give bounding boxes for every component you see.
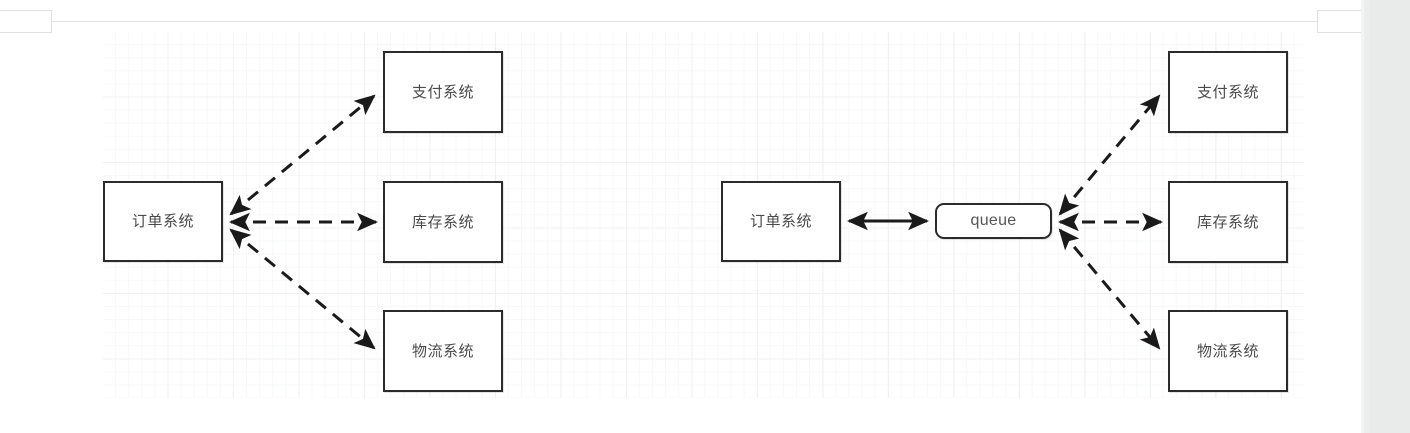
node-right-order[interactable]: 订单系统 xyxy=(721,181,841,262)
right-panel-strip[interactable] xyxy=(1361,0,1410,433)
node-left-logistics[interactable]: 物流系统 xyxy=(383,310,503,392)
node-label: 订单系统 xyxy=(131,213,194,230)
node-left-payment[interactable]: 支付系统 xyxy=(383,51,503,133)
ruler-handle-left[interactable] xyxy=(0,10,52,33)
node-left-inventory[interactable]: 库存系统 xyxy=(383,181,503,263)
node-right-inventory[interactable]: 库存系统 xyxy=(1168,181,1288,263)
node-label: 库存系统 xyxy=(1196,213,1259,231)
node-left-order[interactable]: 订单系统 xyxy=(103,181,223,262)
right-panel-edge xyxy=(1361,0,1364,433)
node-label: 支付系统 xyxy=(1196,83,1259,101)
node-label: 物流系统 xyxy=(1196,342,1259,360)
node-label: 库存系统 xyxy=(411,213,474,231)
node-label: 物流系统 xyxy=(411,342,474,360)
ruler-baseline xyxy=(0,21,1360,22)
node-label: 订单系统 xyxy=(749,213,812,230)
node-right-queue[interactable]: queue xyxy=(935,203,1052,239)
node-right-logistics[interactable]: 物流系统 xyxy=(1168,310,1288,392)
node-label: 支付系统 xyxy=(411,83,474,101)
node-label: queue xyxy=(970,212,1017,229)
diagram-canvas[interactable] xyxy=(103,32,1304,398)
node-right-payment[interactable]: 支付系统 xyxy=(1168,51,1288,133)
right-panel-inner xyxy=(1369,0,1410,433)
